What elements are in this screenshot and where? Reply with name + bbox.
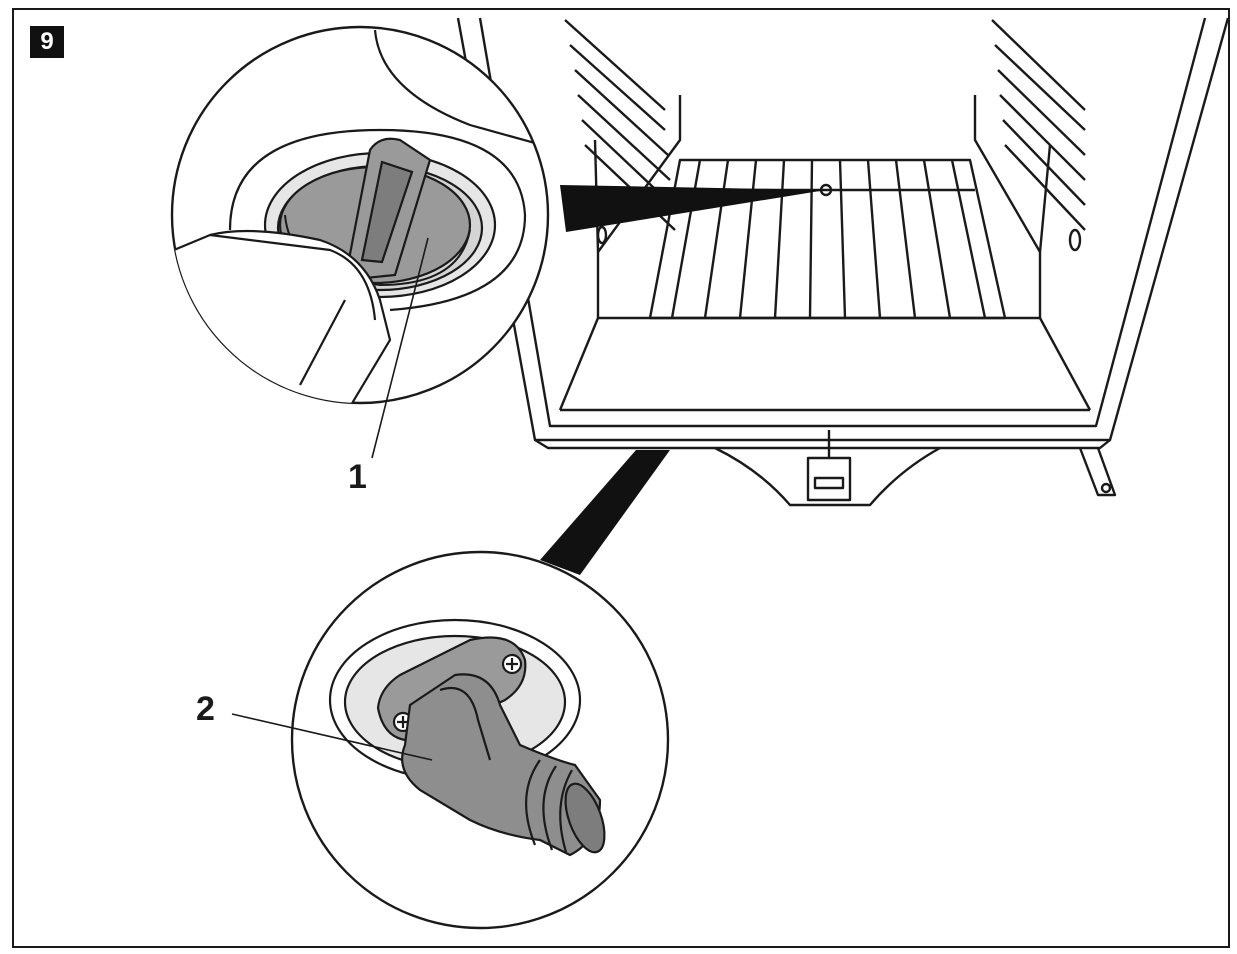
detail-pointer-1 bbox=[560, 185, 826, 232]
detail-circle-drain-plug bbox=[170, 25, 550, 405]
detail-circle-hose-adapter bbox=[290, 550, 670, 930]
detail-pointer-2 bbox=[540, 450, 670, 575]
callout-label-2: 2 bbox=[196, 690, 215, 728]
appliance-cabinet bbox=[456, 17, 1230, 507]
callout-label-1: 1 bbox=[348, 458, 367, 496]
leader-line-1 bbox=[371, 237, 429, 459]
figure-number-badge: 9 bbox=[30, 26, 64, 58]
leader-line-2 bbox=[231, 713, 433, 761]
